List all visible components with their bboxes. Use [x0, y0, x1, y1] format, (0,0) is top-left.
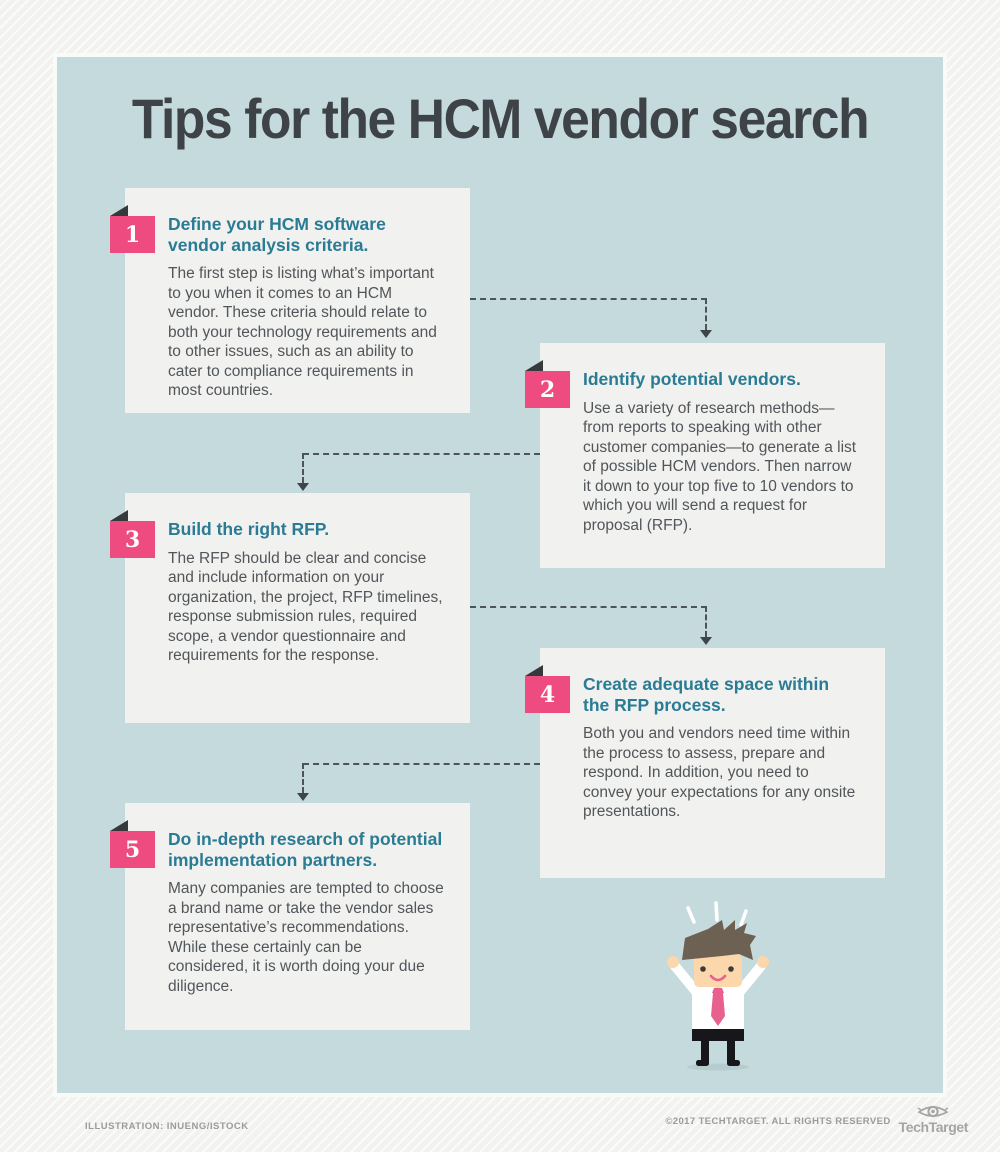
arrow-head-icon	[297, 793, 309, 801]
left-shoe	[696, 1060, 709, 1066]
face	[694, 954, 742, 987]
arrow-line	[302, 453, 304, 483]
step-card-4: 4 Create adequate space within the RFP p…	[525, 648, 885, 878]
excited-businessman-illustration	[667, 901, 769, 1071]
logo-wordmark: TechTarget	[898, 1119, 969, 1135]
step-number-badge: 2	[525, 371, 570, 408]
step-heading: Do in-depth research of potential implem…	[168, 829, 443, 870]
right-eye	[728, 966, 734, 972]
arrow-line	[470, 606, 707, 608]
step-card-5: 5 Do in-depth research of potential impl…	[110, 803, 470, 1030]
left-eye	[700, 966, 706, 972]
step-number-badge: 5	[110, 831, 155, 868]
step-card-1: 1 Define your HCM software vendor analys…	[110, 188, 470, 413]
techtarget-logo: TechTarget	[899, 1101, 968, 1135]
step-number-badge: 3	[110, 521, 155, 558]
ribbon-fold	[525, 360, 543, 371]
illustration-credit: ILLUSTRATION: INUENG/ISTOCK	[85, 1121, 249, 1132]
ribbon-fold	[110, 820, 128, 831]
step-heading: Create adequate space within the RFP pro…	[583, 674, 830, 715]
arrow-head-icon	[700, 330, 712, 338]
step-number-badge: 1	[110, 216, 155, 253]
step-body: Many companies are tempted to choose a b…	[168, 880, 444, 995]
left-leg	[701, 1041, 709, 1063]
right-leg	[727, 1041, 735, 1063]
hair	[682, 920, 756, 960]
footer-branding: ©2017 TECHTARGET. ALL RIGHTS RESERVED Te…	[665, 1101, 968, 1135]
smile	[709, 974, 727, 982]
step-heading: Identify potential vendors.	[583, 369, 801, 389]
ribbon-fold	[110, 205, 128, 216]
arrow-head-icon	[700, 637, 712, 645]
ribbon-fold	[525, 665, 543, 676]
arrow-line	[303, 453, 540, 455]
arrow-line	[705, 298, 707, 330]
step-body: Use a variety of research methods—from r…	[583, 399, 857, 534]
arrow-head-icon	[297, 483, 309, 491]
copyright-text: ©2017 TECHTARGET. ALL RIGHTS RESERVED	[665, 1116, 891, 1127]
step-card-2: 2 Identify potential vendors. Use a vari…	[525, 343, 885, 568]
arrow-line	[705, 606, 707, 637]
step-body: Both you and vendors need time within th…	[583, 725, 856, 821]
step-heading: Define your HCM software vendor analysis…	[168, 214, 386, 255]
left-fist	[667, 956, 679, 968]
page-title: Tips for the HCM vendor search	[131, 87, 870, 150]
tie	[711, 988, 725, 1026]
excitement-rays-icon	[686, 901, 748, 927]
ribbon-fold	[110, 510, 128, 521]
step-heading: Build the right RFP.	[168, 519, 330, 539]
step-card-3: 3 Build the right RFP. The RFP should be…	[110, 493, 470, 723]
step-number-badge: 4	[525, 676, 570, 713]
arrow-line	[470, 298, 707, 300]
right-fist	[757, 956, 769, 968]
step-body: The first step is listing what’s importa…	[168, 265, 437, 400]
eye-icon	[917, 1105, 949, 1118]
step-body: The RFP should be clear and concise and …	[168, 549, 443, 665]
right-shoe	[727, 1060, 740, 1066]
arrow-line	[303, 763, 540, 765]
arrow-line	[302, 763, 304, 793]
pants	[692, 1029, 744, 1041]
